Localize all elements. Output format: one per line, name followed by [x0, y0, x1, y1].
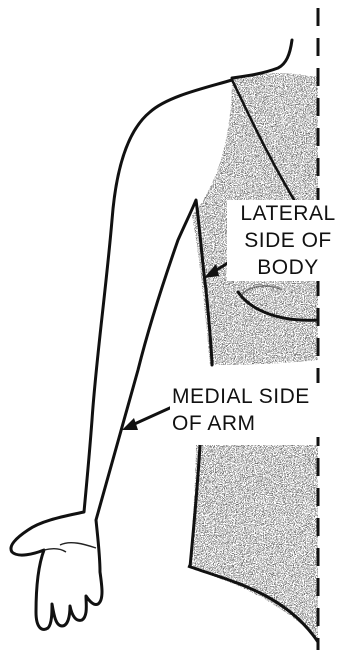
lateral-side-label: LATERAL SIDE OF BODY	[227, 200, 349, 281]
neck-outline	[232, 40, 292, 78]
hand-crease	[60, 543, 96, 548]
lateral-label-line-1: LATERAL	[229, 200, 347, 227]
thumb-crease	[44, 549, 66, 552]
lateral-label-line-2: SIDE OF	[229, 227, 347, 254]
lateral-label-line-3: BODY	[229, 254, 347, 281]
torso-lower-shading	[180, 440, 330, 650]
arrow-medial	[122, 407, 172, 430]
medial-label-line-1: MEDIAL SIDE	[172, 383, 342, 410]
medial-label-line-2: OF ARM	[172, 410, 342, 437]
medial-side-label: MEDIAL SIDE OF ARM	[170, 383, 344, 437]
